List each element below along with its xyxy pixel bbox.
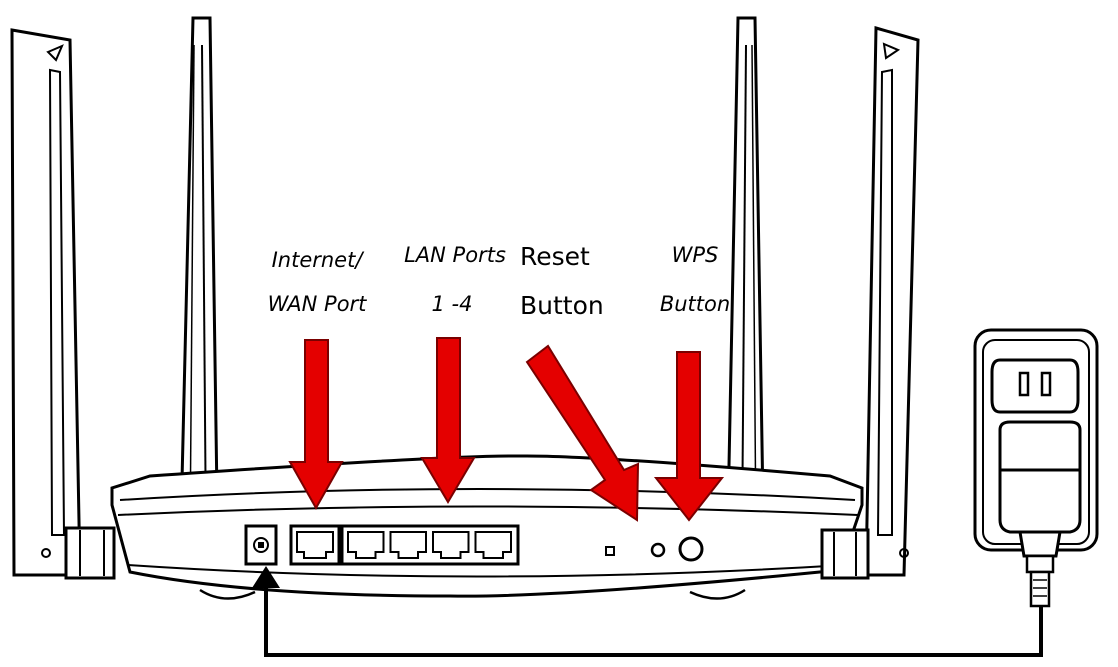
power-cable-line	[252, 566, 1043, 657]
wan-port	[289, 524, 341, 566]
wps-button	[678, 536, 704, 562]
label-wps-line1: WPS	[671, 243, 719, 267]
lan-port-2	[389, 531, 427, 559]
lan-port-1	[347, 531, 385, 559]
lan-port-4	[474, 531, 512, 559]
lan-port-3	[432, 531, 470, 559]
arrow-lan	[420, 337, 476, 504]
cable-arrowhead	[252, 566, 280, 588]
arrow-reset	[525, 344, 640, 522]
power-adapter	[998, 420, 1082, 608]
status-led	[605, 546, 615, 556]
label-lan-ports-line1: LAN Ports	[404, 243, 506, 267]
antenna-outer-right	[820, 26, 920, 580]
label-internet-wan-line2: WAN Port	[267, 292, 367, 316]
label-wps-line2: Button	[659, 292, 731, 316]
arrow-wan	[288, 339, 344, 511]
label-reset-line1: Reset	[520, 242, 590, 271]
label-internet-wan-line1: Internet/	[271, 248, 363, 272]
label-reset-line2: Button	[520, 291, 604, 320]
lan-ports	[340, 524, 520, 566]
arrow-wps	[653, 351, 725, 522]
power-jack	[244, 524, 278, 566]
reset-button	[650, 542, 666, 558]
antenna-outer-left	[10, 28, 116, 580]
label-lan-ports-line2: 1 -4	[431, 292, 473, 316]
